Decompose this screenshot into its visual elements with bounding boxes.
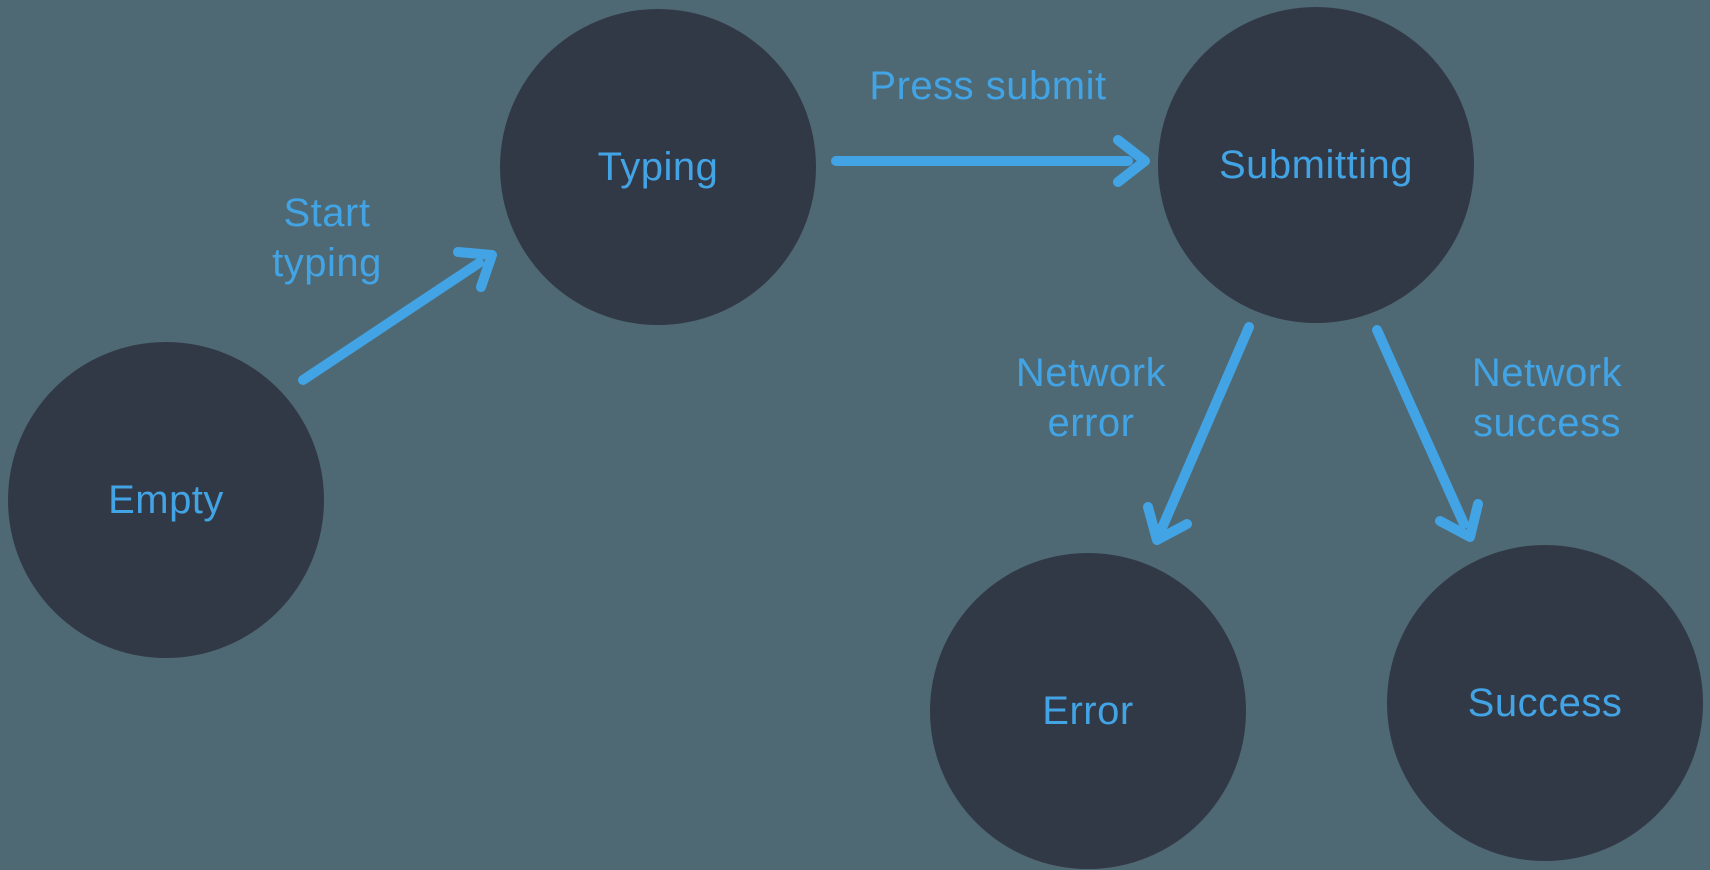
transition-label-line: Network bbox=[1471, 351, 1623, 395]
state-label-error: Error bbox=[1042, 688, 1134, 733]
transition-label-network-error: Network error bbox=[1016, 348, 1166, 448]
state-node-empty: Empty bbox=[8, 342, 324, 658]
state-node-success: Success bbox=[1387, 545, 1703, 861]
transition-label-line: Start bbox=[283, 191, 371, 235]
state-node-submitting: Submitting bbox=[1158, 7, 1474, 323]
transition-label-line: Press submit bbox=[869, 64, 1107, 108]
state-label-submitting: Submitting bbox=[1219, 142, 1413, 187]
arrow-submitting-to-success bbox=[1372, 325, 1483, 542]
arrowhead-icon bbox=[453, 247, 497, 292]
state-label-success: Success bbox=[1467, 680, 1623, 725]
state-node-typing: Typing bbox=[500, 9, 816, 325]
arrow-shaft bbox=[1372, 325, 1469, 529]
transition-label-start-typing: Start typing bbox=[272, 188, 382, 288]
transition-label-press-submit: Press submit bbox=[869, 61, 1106, 111]
transition-label-line: error bbox=[1047, 401, 1135, 445]
arrowhead-icon bbox=[1143, 502, 1192, 545]
transition-label-line: typing bbox=[272, 241, 382, 285]
arrowhead-icon bbox=[1435, 499, 1483, 542]
arrow-typing-to-submitting bbox=[831, 135, 1150, 187]
state-node-error: Error bbox=[930, 553, 1246, 869]
state-label-empty: Empty bbox=[108, 477, 224, 522]
transition-label-line: Network bbox=[1015, 351, 1167, 395]
transition-label-line: success bbox=[1472, 401, 1621, 445]
arrowhead-icon bbox=[1113, 135, 1150, 187]
arrow-shaft bbox=[1157, 322, 1254, 533]
transition-label-network-success: Network success bbox=[1472, 348, 1622, 448]
state-label-typing: Typing bbox=[597, 144, 719, 189]
